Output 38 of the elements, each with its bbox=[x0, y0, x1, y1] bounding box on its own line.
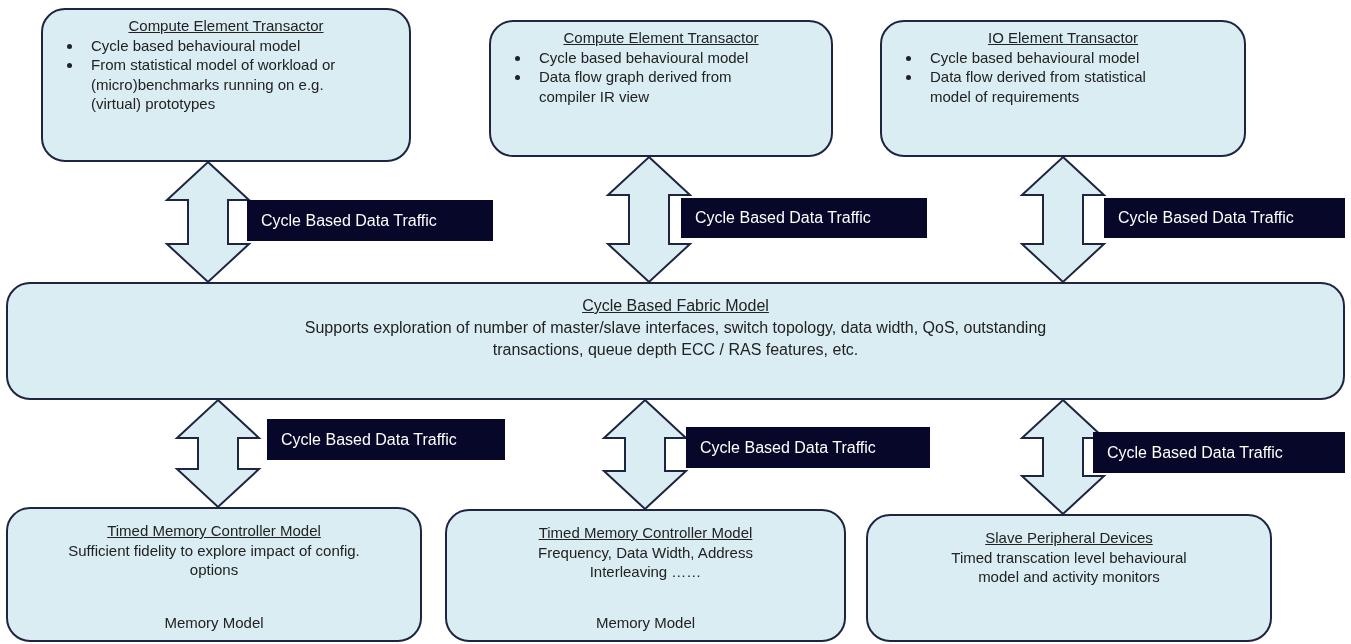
box-heading: Cycle Based Fabric Model bbox=[581, 296, 770, 316]
box-description: Frequency, Data Width, Address Interleaving …… bbox=[537, 542, 754, 582]
box-heading: Slave Peripheral Devices bbox=[984, 528, 1154, 548]
edge-label: Cycle Based Data Traffic bbox=[267, 419, 505, 460]
double-block-arrow bbox=[174, 398, 262, 509]
bullet-text: From statistical model of workload or (micro)benchmarks running on e.g. (virtual) prototypes bbox=[91, 55, 337, 114]
model-box bbox=[489, 20, 833, 157]
box-heading: Compute Element Transactor bbox=[562, 28, 760, 48]
edge-label: Cycle Based Data Traffic bbox=[686, 427, 930, 468]
bullet-text: Cycle based behavioural model bbox=[539, 47, 750, 67]
box-description: Sufficient fidelity to explore impact of config. options bbox=[67, 540, 361, 580]
edge-label: Cycle Based Data Traffic bbox=[1093, 432, 1345, 473]
double-block-arrow bbox=[601, 398, 689, 511]
bullet-text: Cycle based behavioural model bbox=[930, 47, 1141, 67]
model-box bbox=[880, 20, 1246, 157]
model-box bbox=[6, 507, 422, 642]
model-box bbox=[445, 509, 846, 642]
double-block-arrow bbox=[1019, 155, 1107, 284]
footer-text: Memory Model bbox=[594, 612, 697, 632]
edge-label: Cycle Based Data Traffic bbox=[681, 198, 927, 238]
box-description: Timed transcation level behavioural model and activity monitors bbox=[950, 547, 1188, 587]
double-block-arrow bbox=[1019, 398, 1107, 516]
box-heading: IO Element Transactor bbox=[986, 28, 1140, 48]
bullet-text: Data flow graph derived from compiler IR view bbox=[539, 67, 733, 106]
model-box bbox=[866, 514, 1272, 642]
model-box bbox=[6, 282, 1345, 400]
box-description: Supports exploration of number of master/slave interfaces, switch topology, data width, QoS, outstanding transactions, queue depth ECC / RAS features, etc. bbox=[303, 317, 1048, 361]
double-block-arrow bbox=[605, 155, 693, 284]
box-heading: Compute Element Transactor bbox=[127, 16, 325, 36]
box-heading: Timed Memory Controller Model bbox=[106, 521, 322, 541]
footer-text: Memory Model bbox=[163, 612, 265, 632]
double-block-arrow bbox=[164, 160, 252, 284]
box-heading: Timed Memory Controller Model bbox=[537, 523, 754, 543]
edge-label: Cycle Based Data Traffic bbox=[247, 200, 493, 241]
edge-label: Cycle Based Data Traffic bbox=[1104, 198, 1345, 238]
bullet-text: Data flow derived from statistical model of requirements bbox=[930, 67, 1147, 106]
bullet-text: Cycle based behavioural model bbox=[91, 35, 302, 55]
model-box bbox=[41, 8, 411, 162]
